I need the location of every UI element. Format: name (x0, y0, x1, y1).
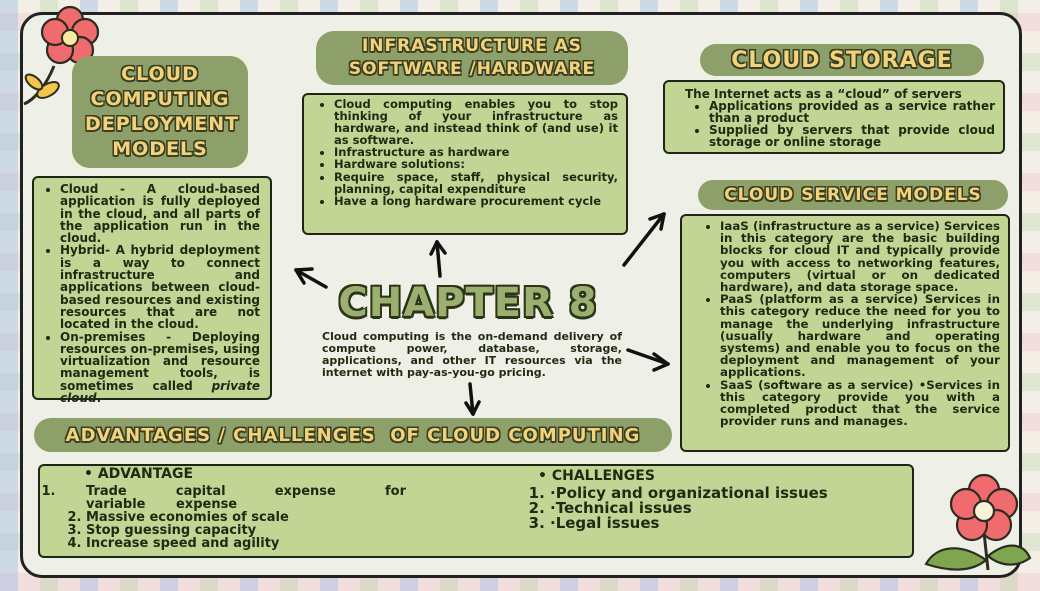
storage-lead: The Internet acts as a “cloud” of server… (685, 87, 962, 101)
infrastructure-title-line2: SOFTWARE /HARDWARE (348, 59, 596, 79)
arrow-up-icon (429, 240, 447, 278)
storage-box: The Internet acts as a “cloud” of server… (663, 80, 1005, 154)
deployment-title: CLOUD COMPUTING DEPLOYMENT MODELS (85, 63, 240, 160)
service-item-paas: PaaS (platform as a service) Services in… (720, 293, 1000, 378)
advantage-column: • ADVANTAGE Trade capital expense for va… (70, 466, 406, 550)
service-item-saas: SaaS (software as a service) •Services i… (720, 379, 1000, 428)
deployment-item-cloud: Cloud - A cloud-based application is ful… (60, 183, 260, 245)
service-item-iaas: IaaS (infrastructure as a service) Servi… (720, 220, 1000, 293)
challenges-heading-text: CHALLENGES (551, 468, 655, 484)
arrow-upright-icon (622, 212, 666, 267)
deployment-box: Cloud - A cloud-based application is ful… (32, 176, 272, 404)
advantages-title-pill: ADVANTAGES / CHALLENGES OF CLOUD COMPUTI… (34, 418, 672, 452)
infrastructure-item: Infrastructure as hardware (334, 146, 618, 158)
arrow-down-icon (464, 382, 481, 416)
challenges-item: ·Policy and organizational issues (550, 486, 860, 501)
infrastructure-title-line1: INFRASTRUCTURE AS (361, 36, 583, 56)
advantage-heading-text: ADVANTAGE (97, 466, 194, 482)
chapter-title: CHAPTER 8 (338, 280, 598, 326)
deployment-item-onprem: On-premises - Deploying resources on-pre… (60, 329, 260, 406)
challenges-item: ·Legal issues (550, 516, 860, 531)
advantage-item: Massive economies of scale (86, 511, 406, 524)
challenges-item: ·Technical issues (550, 501, 860, 516)
deployment-item-onprem-after: . (96, 391, 102, 406)
infrastructure-item: Cloud computing enables you to stop thin… (334, 98, 618, 146)
service-list: IaaS (infrastructure as a service) Servi… (702, 220, 1000, 427)
advantages-title: ADVANTAGES / CHALLENGES OF CLOUD COMPUTI… (65, 424, 641, 446)
challenges-list: ·Policy and organizational issues ·Techn… (530, 486, 860, 531)
challenges-column: • CHALLENGES ·Policy and organizational … (530, 468, 860, 531)
infrastructure-item: Require space, staff, physical security,… (334, 170, 618, 194)
advantage-heading: • ADVANTAGE (84, 466, 194, 482)
arrow-right-icon (626, 348, 670, 372)
service-title: CLOUD SERVICE MODELS (724, 185, 982, 205)
advantage-item: Increase speed and agility (86, 537, 406, 550)
deployment-item-hybrid: Hybrid- A hybrid deployment is a way to … (60, 244, 260, 330)
infrastructure-list: Cloud computing enables you to stop thin… (316, 98, 618, 207)
advantage-item: Stop guessing capacity (86, 524, 406, 537)
advantage-list: Trade capital expense for variable expen… (70, 485, 406, 550)
infrastructure-item: Have a long hardware procurement cycle (334, 195, 618, 207)
infrastructure-item: Hardware solutions: (334, 158, 618, 170)
service-title-pill: CLOUD SERVICE MODELS (698, 180, 1008, 210)
service-box: IaaS (infrastructure as a service) Servi… (680, 214, 1010, 452)
storage-title-pill: CLOUD STORAGE (700, 44, 984, 76)
chapter-description: Cloud computing is the on-demand deliver… (322, 330, 622, 379)
deployment-list: Cloud - A cloud-based application is ful… (42, 183, 260, 404)
arrow-left-icon (294, 267, 328, 289)
storage-item: Applications provided as a service rathe… (709, 100, 995, 124)
deployment-item-onprem-emph: private cloud (60, 378, 260, 406)
storage-item: Supplied by servers that provide cloud s… (709, 124, 995, 148)
storage-list: Applications provided as a service rathe… (685, 100, 995, 148)
infrastructure-box: Cloud computing enables you to stop thin… (302, 93, 628, 235)
advantages-box: • ADVANTAGE Trade capital expense for va… (38, 464, 914, 558)
challenges-heading: • CHALLENGES (538, 468, 655, 484)
deployment-title-pill: CLOUD COMPUTING DEPLOYMENT MODELS (72, 56, 248, 168)
deployment-item-onprem-text: On-premises - Deploying resources on-pre… (60, 329, 260, 393)
infrastructure-title-pill: INFRASTRUCTURE AS SOFTWARE /HARDWARE (316, 31, 628, 85)
advantage-item: Trade capital expense for variable expen… (86, 485, 406, 511)
storage-title: CLOUD STORAGE (731, 47, 953, 73)
